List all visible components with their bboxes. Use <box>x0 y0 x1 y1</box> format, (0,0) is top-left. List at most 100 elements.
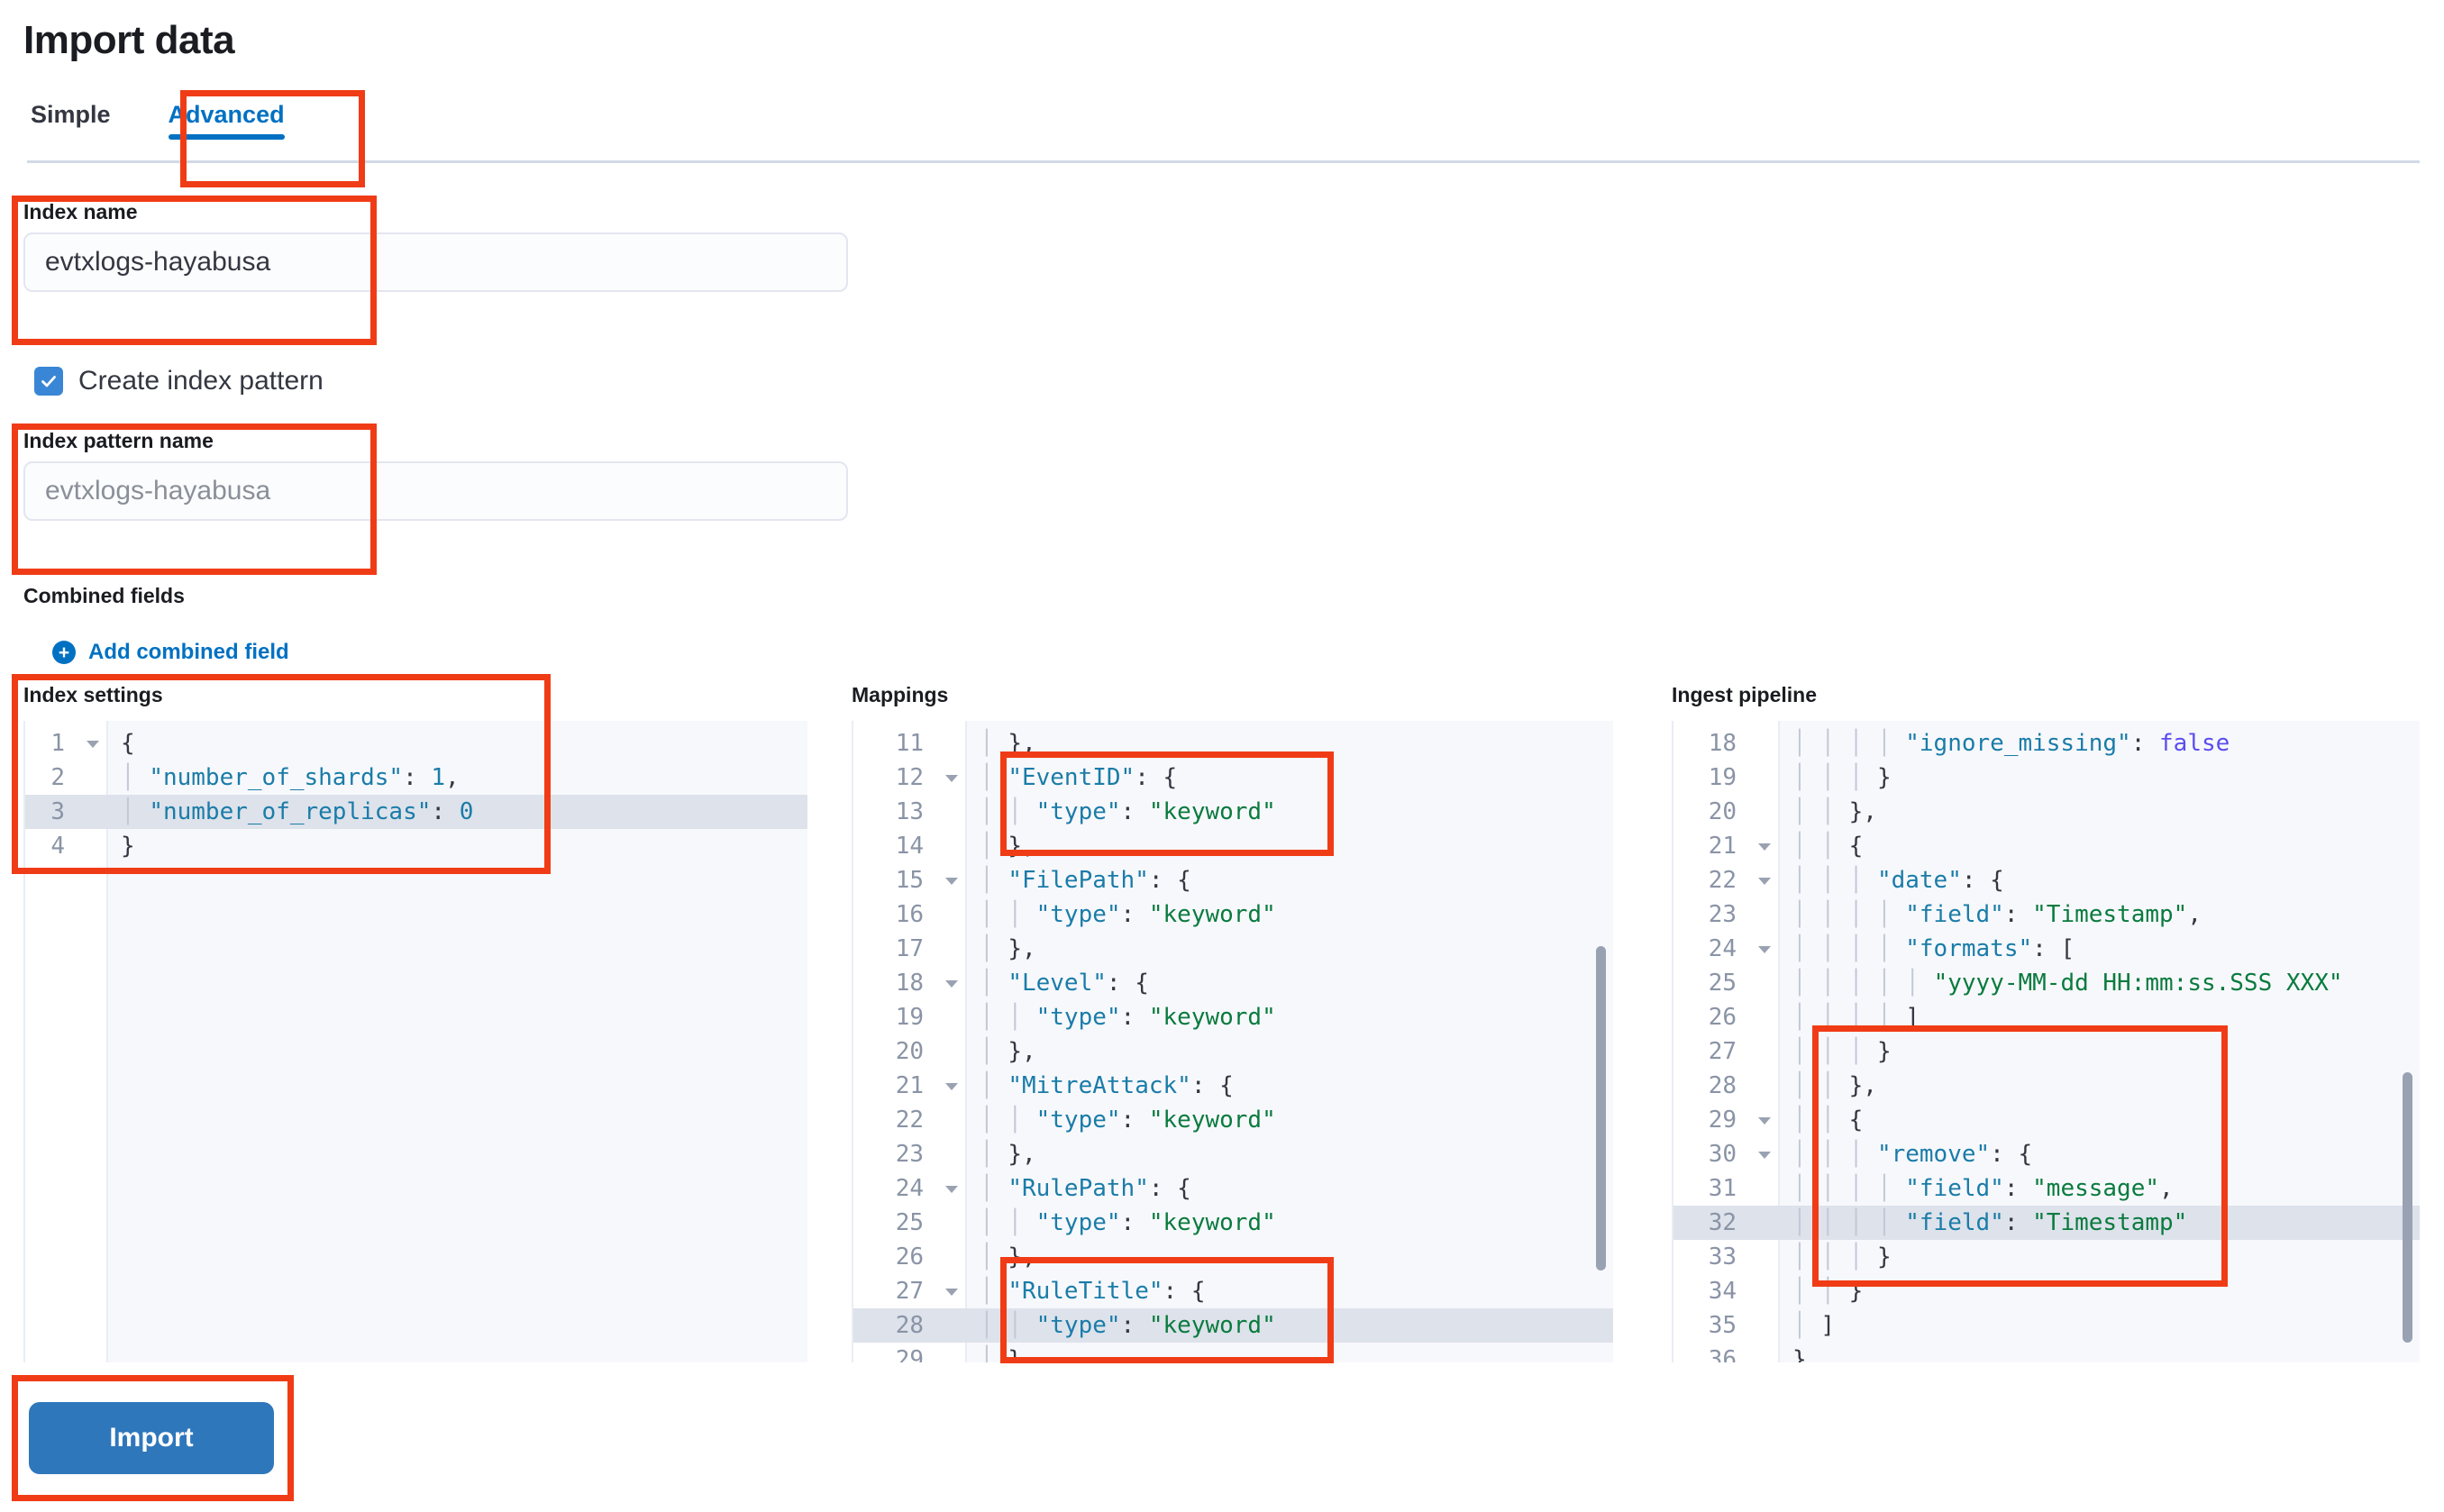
index-pattern-name-label: Index pattern name <box>23 429 214 452</box>
code-line: │ │ { <box>1792 1107 1864 1134</box>
fold-arrow-icon[interactable] <box>945 878 958 885</box>
code-line: │ │ { <box>1792 833 1864 860</box>
code-line: │ "FilePath": { <box>980 867 1191 894</box>
line-number: 22 <box>895 1107 924 1134</box>
line-number: 29 <box>1708 1107 1737 1134</box>
editor-gutter <box>853 721 967 1362</box>
line-number: 14 <box>895 833 924 860</box>
mappings-editor[interactable]: 11 │ }, 12 │ "EventID": { 13 │ │ "type": "key… <box>852 721 1613 1362</box>
line-number: 11 <box>895 730 924 757</box>
code-line: │ "EventID": { <box>980 764 1178 791</box>
code-line: │ │ "type": "keyword" <box>980 1107 1276 1134</box>
active-line-highlight <box>1673 1206 2420 1240</box>
line-number: 33 <box>1708 1243 1737 1271</box>
editor-scrollbar[interactable] <box>2403 1072 2412 1343</box>
line-number: 18 <box>895 970 924 997</box>
import-button[interactable]: Import <box>29 1402 274 1474</box>
editor-gutter <box>1673 721 1780 1362</box>
line-number: 15 <box>895 867 924 894</box>
line-number: 16 <box>895 901 924 928</box>
code-line: │ }, <box>980 730 1036 757</box>
fold-arrow-icon[interactable] <box>945 1186 958 1193</box>
code-line: │ "number_of_replicas": 0 <box>121 798 474 825</box>
line-number: 20 <box>895 1038 924 1065</box>
add-combined-field-label: Add combined field <box>88 640 289 664</box>
code-line: │ │ "type": "keyword" <box>980 1209 1276 1236</box>
tab-divider <box>27 160 2420 163</box>
code-line: │ │ }, <box>1792 798 1877 825</box>
mappings-title: Mappings <box>852 683 949 706</box>
tab-bar: Simple Advanced <box>27 97 314 149</box>
line-number: 29 <box>895 1346 924 1362</box>
line-number: 21 <box>895 1072 924 1099</box>
fold-arrow-icon[interactable] <box>87 741 99 748</box>
fold-arrow-icon[interactable] <box>945 775 958 782</box>
editor-scrollbar[interactable] <box>1596 946 1606 1271</box>
index-settings-editor[interactable]: 1{2│ "number_of_shards": 1,3│ "number_of… <box>23 721 807 1362</box>
ingest-pipeline-title: Ingest pipeline <box>1672 683 1818 706</box>
line-number: 27 <box>1708 1038 1737 1065</box>
index-pattern-name-input[interactable]: evtxlogs-hayabusa <box>23 461 848 521</box>
code-line: │ "MitreAttack": { <box>980 1072 1234 1099</box>
code-line: │ "RulePath": { <box>980 1175 1191 1202</box>
line-number: 12 <box>895 764 924 791</box>
code-line: │ │ │ │ "formats": [ <box>1792 935 2075 962</box>
combined-fields-label: Combined fields <box>23 584 185 607</box>
code-line: │ │ "type": "keyword" <box>980 901 1276 928</box>
line-number: 31 <box>1708 1175 1737 1202</box>
code-line: │ }, <box>980 1346 1036 1362</box>
fold-arrow-icon[interactable] <box>945 1289 958 1296</box>
tab-simple[interactable]: Simple <box>31 101 111 128</box>
line-number: 20 <box>1708 798 1737 825</box>
index-settings-title: Index settings <box>23 683 163 706</box>
code-line: │ }, <box>980 1141 1036 1168</box>
line-number: 26 <box>895 1243 924 1271</box>
line-number: 35 <box>1708 1312 1737 1339</box>
code-line: │ │ }, <box>1792 1072 1877 1099</box>
code-line: │ }, <box>980 1038 1036 1065</box>
line-number: 24 <box>895 1175 924 1202</box>
fold-arrow-icon[interactable] <box>1758 1117 1771 1125</box>
line-number: 28 <box>1708 1072 1737 1099</box>
add-combined-field-button[interactable]: + Add combined field <box>52 640 289 665</box>
active-line-highlight <box>25 795 807 829</box>
code-line: │ }, <box>980 935 1036 962</box>
line-number: 2 <box>50 764 65 791</box>
line-number: 32 <box>1708 1209 1737 1236</box>
code-line: │ "Level": { <box>980 970 1149 997</box>
line-number: 3 <box>50 798 65 825</box>
line-number: 22 <box>1708 867 1737 894</box>
fold-arrow-icon[interactable] <box>945 1083 958 1090</box>
line-number: 26 <box>1708 1004 1737 1031</box>
line-number: 19 <box>895 1004 924 1031</box>
line-number: 30 <box>1708 1141 1737 1168</box>
fold-arrow-icon[interactable] <box>1758 878 1771 885</box>
check-icon[interactable] <box>34 367 63 396</box>
index-name-input[interactable]: evtxlogs-hayabusa <box>23 232 848 292</box>
create-index-pattern-row[interactable]: Create index pattern <box>34 366 324 396</box>
fold-arrow-icon[interactable] <box>1758 843 1771 851</box>
line-number: 13 <box>895 798 924 825</box>
create-index-pattern-label: Create index pattern <box>78 366 324 396</box>
code-line: │ │ │ │ "field": "Timestamp" <box>1792 1209 2188 1236</box>
code-line: │ "RuleTitle": { <box>980 1278 1206 1305</box>
code-line: │ │ │ │ "field": "message", <box>1792 1175 2174 1202</box>
code-line: │ │ │ │ "ignore_missing": false <box>1792 730 2230 757</box>
code-line: │ "number_of_shards": 1, <box>121 764 460 791</box>
code-line: │ }, <box>980 833 1036 860</box>
line-number: 19 <box>1708 764 1737 791</box>
code-line: │ │ │ } <box>1792 1243 1892 1271</box>
fold-arrow-icon[interactable] <box>1758 1152 1771 1159</box>
line-number: 21 <box>1708 833 1737 860</box>
code-line: │ │ │ │ │ "yyyy-MM-dd HH:mm:ss.SSS XXX" <box>1792 970 2343 997</box>
fold-arrow-icon[interactable] <box>945 980 958 988</box>
line-number: 17 <box>895 935 924 962</box>
code-line: │ │ │ │ "field": "Timestamp", <box>1792 901 2202 928</box>
tab-advanced[interactable]: Advanced <box>141 97 314 149</box>
line-number: 24 <box>1708 935 1737 962</box>
code-line: │ │ } <box>1792 1278 1864 1305</box>
fold-arrow-icon[interactable] <box>1758 946 1771 953</box>
code-line: │ │ │ "remove": { <box>1792 1141 2033 1168</box>
line-number: 23 <box>1708 901 1737 928</box>
